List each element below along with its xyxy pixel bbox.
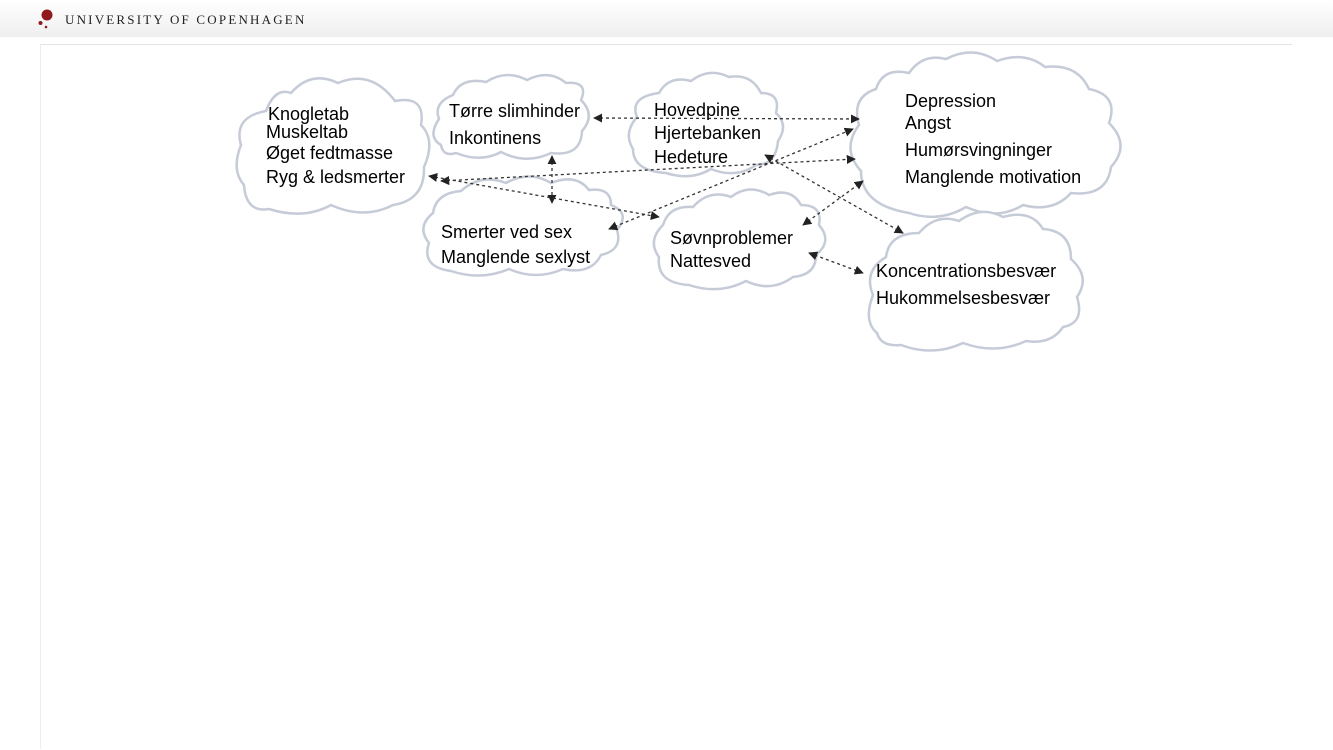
cloud-mucosa: [432, 73, 590, 160]
top-bar: UNIVERSITY OF COPENHAGEN: [0, 0, 1333, 37]
cloud-sleep-label-1: Søvnproblemer: [670, 228, 794, 248]
brand-name: UNIVERSITY OF COPENHAGEN: [65, 12, 307, 27]
arrow-sex-mood: [608, 127, 854, 231]
cloud-bone-label-1: Knogletab: [268, 104, 350, 124]
cloud-cognition-label-2: Hukommelsesbesvær: [876, 288, 1051, 308]
slide-canvas: Knogletab Muskeltab Øget fedtmasse Ryg &…: [40, 44, 1292, 749]
cloud-mood-label-2: Angst: [905, 113, 952, 133]
cloud-mood-label-1: Depression: [905, 91, 997, 111]
symptom-diagram: [235, 51, 1122, 352]
cloud-mucosa-label-2: Inkontinens: [449, 128, 542, 148]
cloud-mucosa-label-1: Tørre slimhinder: [449, 101, 581, 121]
cloud-vasomotor-label-2: Hjertebanken: [654, 123, 762, 143]
cloud-sleep-label-2: Nattesved: [670, 251, 752, 271]
connection-arrows: [428, 113, 904, 275]
cloud-bone-label-3: Øget fedtmasse: [266, 143, 394, 163]
arrow-mucosa-mood: [593, 113, 860, 124]
cloud-bone: [235, 77, 431, 215]
cloud-cognition: [867, 210, 1084, 352]
cloud-sex-label-1: Smerter ved sex: [441, 222, 573, 242]
cloud-vasomotor-label-3: Hedeture: [654, 147, 729, 167]
cloud-mood: [849, 51, 1122, 219]
arrow-sleep-cognition: [808, 251, 864, 275]
arrow-sleep-mood: [802, 180, 864, 226]
cloud-sex-label-2: Manglende sexlyst: [441, 247, 591, 267]
cloud-mood-label-4: Manglende motivation: [905, 167, 1082, 187]
cloud-bone-label-4: Ryg & ledsmerter: [266, 167, 406, 187]
cloud-cognition-label-1: Koncentrationsbesvær: [876, 261, 1057, 281]
cloud-mood-label-3: Humørsvingninger: [905, 140, 1053, 160]
university-logo-icon: [38, 9, 53, 29]
cloud-vasomotor-label-1: Hovedpine: [654, 100, 741, 120]
cloud-bone-label-2: Muskeltab: [266, 122, 349, 142]
